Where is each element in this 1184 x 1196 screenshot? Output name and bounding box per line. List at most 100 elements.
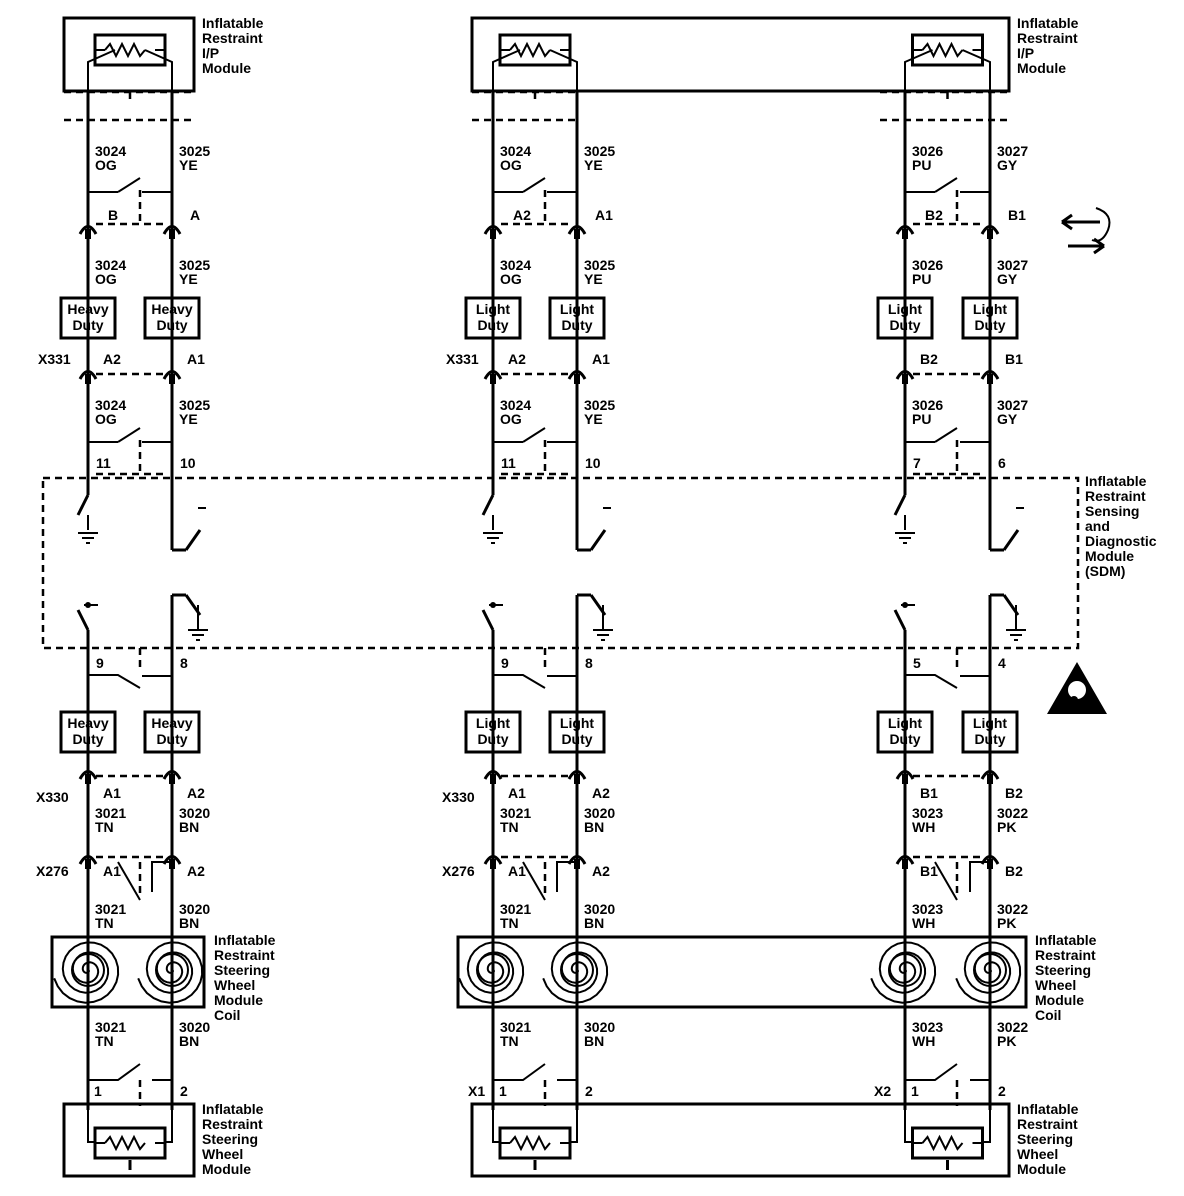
wire-color: YE [584,271,603,287]
left-pair-0-sw-lead-l [87,1110,95,1143]
sdm-pin: 8 [180,655,188,671]
right-pair-0-sdm-bot-switch [493,674,546,689]
sdm-pin: 11 [96,455,111,471]
wire-color: WH [912,819,935,835]
wire-color: YE [179,411,198,427]
right-pair-0-sw-lead-l [492,1110,500,1143]
right-wire-2-duty-bottom-label: Duty [889,731,920,747]
wire-color: OG [500,157,522,173]
wire-color: BN [584,819,604,835]
left-wire-0-sdm-switch [76,494,90,516]
coil-label-line: Module [214,992,263,1008]
circuit-number: 3022 [997,805,1028,821]
left-wire-1-duty-top-label: Heavy [151,301,192,317]
connector-x330: X330 [36,789,69,805]
pin-label: A2 [103,351,121,367]
right-pair-0-ip-squib-coil [509,41,551,59]
right-wire-3-duty-bottom-label: Duty [974,731,1005,747]
sw-module-label-line: Wheel [1017,1146,1058,1162]
pin-label: A [190,207,200,223]
coil-label-line: Wheel [214,977,255,993]
right-pair-1-c1-switch [934,177,958,193]
right-pair-1-sdm-top-bar-r [960,441,991,448]
pin-label: A2 [513,207,531,223]
right-pair-0-sdm-top-bar-r [547,441,578,448]
wire-color: BN [179,1033,199,1049]
right-wire-2-sdm-switch [893,609,907,631]
sw-module-label-line: Inflatable [1017,1101,1079,1117]
circuit-number: 3025 [179,397,210,413]
arrow-left [1061,213,1100,231]
wire-color: PK [997,819,1016,835]
pin-label: B1 [920,863,938,879]
left-pair-0-sdm-bot-bar [142,662,173,677]
pin-label: A2 [187,785,205,801]
ip-module-label-line: Restraint [1017,30,1078,46]
ip-module-label-line: Restraint [202,30,263,46]
right-pair-0-c1-bar-l [492,191,523,198]
circuit-number: 3020 [584,901,615,917]
sw-pin: 2 [180,1083,188,1099]
coil-label-line: Restraint [214,947,275,963]
wire-color: PU [912,411,931,427]
circuit-number: 3020 [584,805,615,821]
right-wire-0-sdm-switch [481,494,495,516]
pin-label: B2 [1005,785,1023,801]
ip-module-label-line: Inflatable [1017,15,1079,31]
right-pair-1-sw-lead-l [904,1110,913,1143]
left-wire-0-duty-bottom-label: Heavy [67,715,108,731]
left-pair-0-l-coil-spiral [53,941,120,1004]
left-wire-1-sdm-switch [184,529,202,551]
pin-label: A1 [187,351,205,367]
pin-label: A1 [103,863,121,879]
left-wire-0-duty-bottom-label: Duty [72,731,103,747]
coil-label-line: Inflatable [214,932,276,948]
right-pair-0-x276-switch [522,861,546,901]
pin-label: A1 [595,207,613,223]
right-pair-1-r-coil-spiral [955,941,1022,1004]
sdm-pin: 10 [585,455,601,471]
coil-label-line: Module [1035,992,1084,1008]
right-pair-0-ip-lead-r [549,49,578,90]
circuit-number: 3021 [95,901,126,917]
right-pair-1-sdm-top-switch [934,427,958,443]
wire-color: PK [997,1033,1016,1049]
right-pair-0-sdm-top-bar-l [492,441,523,448]
circuit-number: 3021 [95,1019,126,1035]
pin-label: A1 [103,785,121,801]
wire-color: GY [997,271,1018,287]
pin-label: B2 [925,207,943,223]
connector-x2: X2 [874,1083,891,1099]
right-wire-3-duty-top-label: Duty [974,317,1005,333]
wire-color: TN [95,819,114,835]
warning-airbag [1068,681,1086,699]
wire-color: OG [95,411,117,427]
left-wire-1-duty-bottom-label: Heavy [151,715,192,731]
right-wire-3-sdm-switch [1002,529,1020,551]
circuit-number: 3021 [500,901,531,917]
wire-color: TN [500,1033,519,1049]
wire-color: TN [500,819,519,835]
left-wire-1-duty-bottom-label: Duty [156,731,187,747]
right-pair-0-x276-bar [556,861,577,892]
sdm-label-line: (SDM) [1085,563,1125,579]
wire-color: YE [179,157,198,173]
right-pair-1-ip-lead-r [962,49,991,90]
right-pair-0-ip-lead-l [492,49,521,90]
wire-color: BN [179,819,199,835]
wire-color: PU [912,271,931,287]
circuit-number: 3022 [997,901,1028,917]
pin-label: A2 [187,863,205,879]
pin-label: B [108,207,118,223]
left-pair-0-sw-switch [88,1063,141,1081]
circuit-number: 3024 [500,397,531,413]
wiring-arrows-icon [1061,207,1111,255]
left-pair-0-x276-switch [117,861,141,901]
pin-label: B2 [920,351,938,367]
right-pair-1-x276-switch [934,861,958,901]
circuit-number: 3020 [179,901,210,917]
ip-module-label-line: Inflatable [202,15,264,31]
circuit-number: 3024 [500,143,531,159]
sdm-label-line: and [1085,518,1110,534]
